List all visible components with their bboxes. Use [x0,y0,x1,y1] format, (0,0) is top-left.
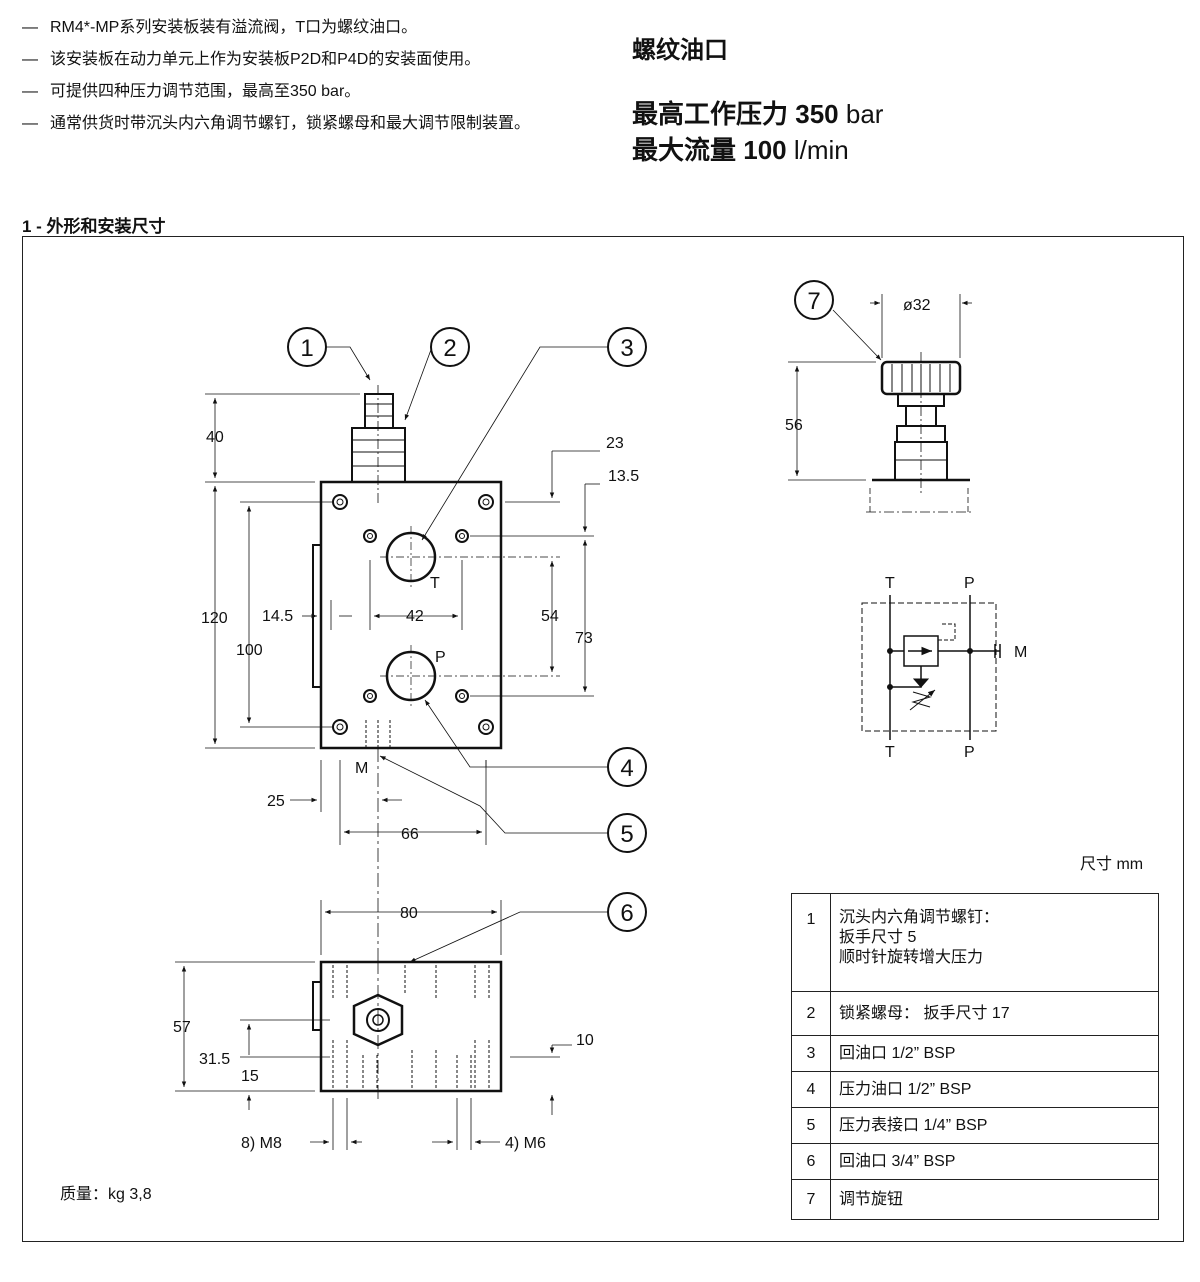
callout-7: 7 [807,288,820,315]
dim-56: 56 [785,417,803,434]
callout-circles [287,280,834,932]
schematic-label-t-bottom: T [885,744,895,761]
legend-desc: 沉头内六角调节螺钉： 扳手尺寸 5 顺时针旋转增大压力 [830,893,1159,992]
leader-lines [325,309,882,963]
page-title: 螺纹油口 [632,37,728,64]
dim-23: 23 [606,435,624,452]
section-title: 1 - 外形和安装尺寸 [22,217,166,236]
knob-view [788,294,972,515]
spec-block: 最高工作压力 350 bar 最大流量 100 l/min [632,96,883,168]
top-view [175,900,572,1150]
legend-desc: 锁紧螺母： 扳手尺寸 17 [830,991,1159,1036]
schematic-label-p-bottom: P [964,744,975,761]
mount-hole [478,719,494,735]
legend-num: 7 [791,1179,831,1220]
legend-desc: 调节旋钮 [830,1179,1159,1220]
schematic-label-p-top: P [964,575,975,592]
legend-row: 5 压力表接口 1/4” BSP [791,1107,1159,1144]
dim-14-5: 14.5 [262,608,293,625]
dim-120: 120 [201,610,228,627]
dim-54: 54 [541,608,559,625]
port-label-p: P [435,649,446,666]
legend-desc: 压力表接口 1/4” BSP [830,1107,1159,1144]
max-flow-line: 最大流量 100 l/min [632,135,849,165]
top-block-outline [319,960,503,1093]
port-p [385,650,437,702]
dimension-labels: 40 120 100 14.5 42 23 13.5 54 73 25 66 8… [173,297,931,1152]
dim-m6: 4) M6 [505,1135,546,1152]
mount-hole [478,494,494,510]
legend-desc: 压力油口 1/2” BSP [830,1071,1159,1108]
dim-13-5: 13.5 [608,468,639,485]
schematic-label-t-top: T [885,575,895,592]
legend-num: 2 [791,991,831,1036]
legend-row: 3 回油口 1/2” BSP [791,1035,1159,1072]
adjust-screw [364,393,394,429]
feature-list: —RM4*-MP系列安装板装有溢流阀，T口为螺纹油口。 —该安装板在动力单元上作… [22,18,602,146]
mount-hole [332,494,348,510]
dim-10: 10 [576,1032,594,1049]
dim-100: 100 [236,642,263,659]
dim-73: 73 [575,630,593,647]
callout-3: 3 [620,335,633,362]
port-t [385,531,437,583]
dim-40: 40 [206,429,224,446]
dim-31-5: 31.5 [199,1051,230,1068]
mount-hole [332,719,348,735]
callout-6: 6 [620,900,633,927]
callout-1: 1 [300,335,313,362]
legend-num: 1 [791,893,831,992]
legend-row: 1 沉头内六角调节螺钉： 扳手尺寸 5 顺时针旋转增大压力 [791,893,1159,992]
lock-nut [351,427,406,483]
port-label-m: M [355,760,368,777]
callout-2: 2 [443,335,456,362]
units-label: 尺寸 mm [1080,856,1144,873]
port-label-t: T [430,575,440,592]
legend-num: 4 [791,1071,831,1108]
schematic-label-m: M [1014,644,1027,661]
legend-row: 4 压力油口 1/2” BSP [791,1071,1159,1108]
mass-label: 质量：kg 3,8 [60,1186,152,1203]
dim-42: 42 [406,608,424,625]
dim-25: 25 [267,793,285,810]
legend-desc: 回油口 1/2” BSP [830,1035,1159,1072]
drawing-frame [22,236,1184,1242]
dim-57: 57 [173,1019,191,1036]
front-view [205,385,600,960]
dim-80: 80 [400,905,418,922]
legend-num: 5 [791,1107,831,1144]
legend-num: 6 [791,1143,831,1180]
feature-item: —RM4*-MP系列安装板装有溢流阀，T口为螺纹油口。 [22,19,418,36]
feature-item: —该安装板在动力单元上作为安装板P2D和P4D的安装面使用。 [22,51,481,68]
feature-item: —通常供货时带沉头内六角调节螺钉，锁紧螺母和最大调节限制装置。 [22,115,531,132]
legend-row: 6 回油口 3/4” BSP [791,1143,1159,1180]
legend-row: 2 锁紧螺母： 扳手尺寸 17 [791,991,1159,1036]
legend-table: 1 沉头内六角调节螺钉： 扳手尺寸 5 顺时针旋转增大压力 2 锁紧螺母： 扳手… [791,893,1159,1220]
hydraulic-schematic [861,595,1001,740]
dim-66: 66 [401,826,419,843]
callout-5: 5 [620,821,633,848]
legend-row: 7 调节旋钮 [791,1179,1159,1220]
max-pressure-line: 最高工作压力 350 bar [632,99,884,129]
callout-4: 4 [620,755,633,782]
dim-15: 15 [241,1068,259,1085]
legend-num: 3 [791,1035,831,1072]
legend-desc: 回油口 3/4” BSP [830,1143,1159,1180]
feature-item: —可提供四种压力调节范围，最高至350 bar。 [22,83,361,100]
dim-d32: ø32 [903,297,931,314]
dim-m8: 8) M8 [241,1135,282,1152]
